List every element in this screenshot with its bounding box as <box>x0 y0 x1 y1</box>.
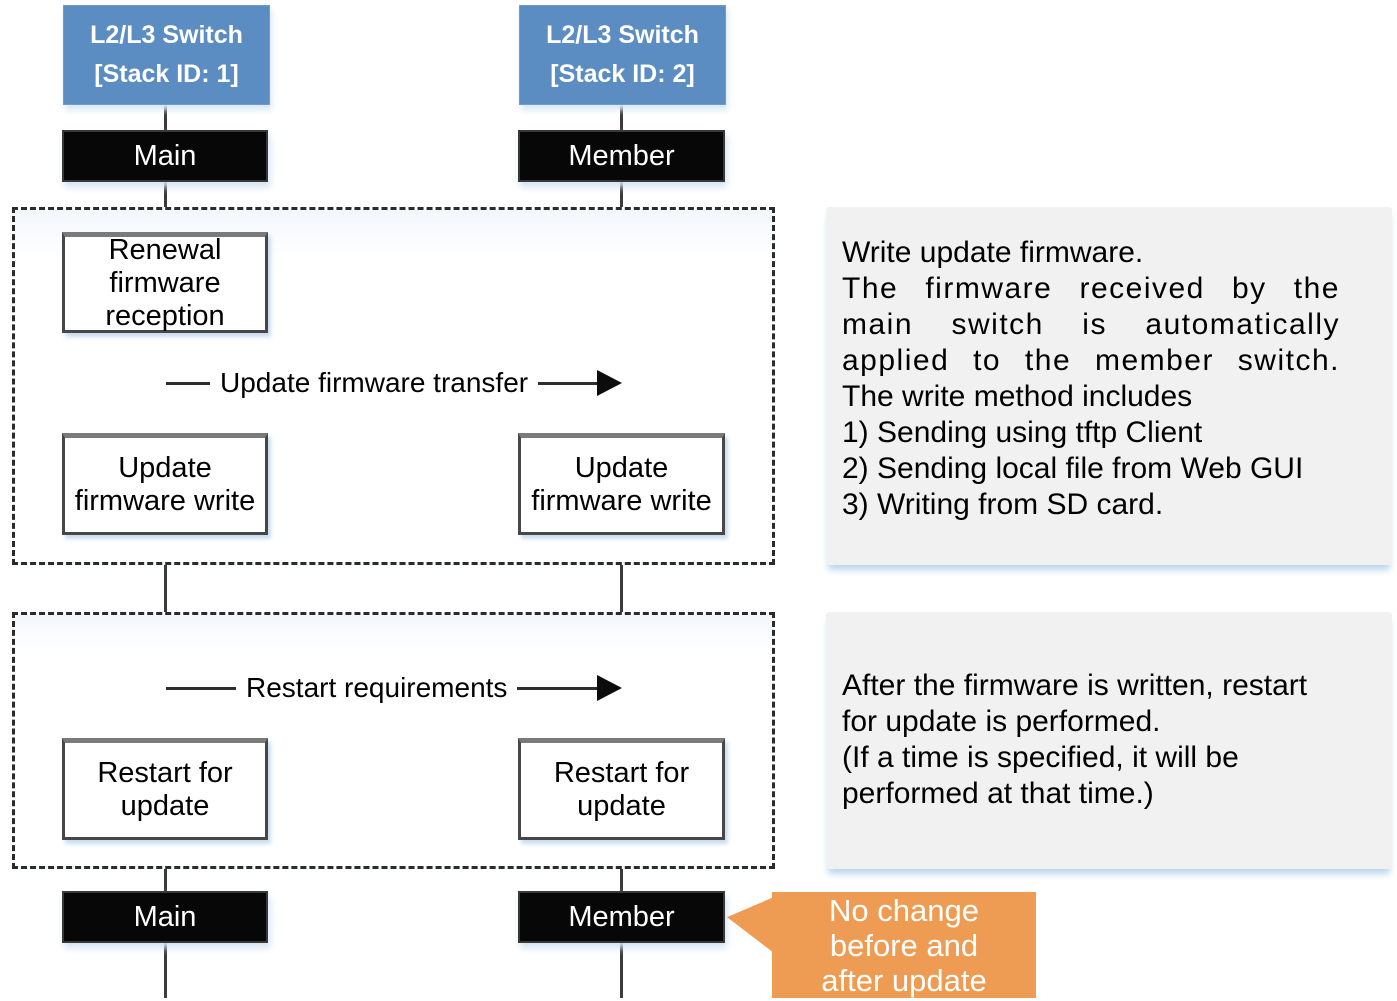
note-text-line: (If a time is specified, it will be <box>842 741 1239 774</box>
process-box-line: Restart for <box>97 757 233 789</box>
arrowhead-right-icon <box>597 675 622 701</box>
note-list-item: 3) Writing from SD card. <box>842 488 1164 521</box>
arrow-line <box>538 381 598 385</box>
role-label: Member <box>568 139 675 172</box>
process-box-renewal-firmware-reception: Renewal firmware reception <box>62 232 268 333</box>
process-box-line: update <box>120 790 210 822</box>
note-text-line: The write method includes <box>842 380 1193 413</box>
callout-text-line: No change <box>829 892 979 928</box>
role-box-main-top: Main <box>62 130 268 182</box>
arrowhead-right-icon <box>597 370 622 396</box>
message-arrow-restart-requirements: Restart requirements <box>166 672 622 703</box>
process-box-line: Update <box>118 452 212 484</box>
note-text-line: The firmware received by the <box>842 272 1340 305</box>
switch-header-stack-id-1: L2/L3 Switch [Stack ID: 1] <box>63 5 270 105</box>
process-box-line: Update <box>574 452 669 484</box>
role-label: Member <box>568 900 675 933</box>
callout-tail-icon <box>727 897 774 953</box>
process-box-line: Renewal <box>108 234 222 266</box>
note-text-line: After the firmware is written, restart <box>842 669 1308 702</box>
note-text-line: main switch is automatically <box>842 308 1340 341</box>
note-text-line: Write update firmware. <box>842 236 1144 269</box>
process-box-line: firmware write <box>531 485 712 517</box>
switch-title: L2/L3 Switch <box>90 21 243 49</box>
note-list-item: 2) Sending local file from Web GUI <box>842 452 1304 485</box>
switch-stack-id: [Stack ID: 1] <box>94 60 239 88</box>
note-text-line: applied to the member switch. <box>842 344 1340 377</box>
process-box-line: update <box>577 790 666 822</box>
note-list-item: 1) Sending using tftp Client <box>842 416 1203 449</box>
role-label: Main <box>133 900 197 933</box>
arrow-line <box>166 381 210 385</box>
process-box-restart-for-update-member: Restart for update <box>518 738 725 840</box>
role-box-main-bottom: Main <box>62 891 268 943</box>
switch-title: L2/L3 Switch <box>546 21 699 49</box>
role-box-member-top: Member <box>518 130 725 182</box>
process-box-line: reception <box>105 300 225 332</box>
arrow-label: Update firmware transfer <box>220 367 529 398</box>
callout-no-change: No change before and after update <box>772 892 1036 998</box>
note-write-update-firmware: Write update firmware. The firmware rece… <box>826 207 1392 565</box>
process-box-line: firmware <box>109 267 221 299</box>
role-label: Main <box>133 139 197 172</box>
switch-stack-id: [Stack ID: 2] <box>550 60 695 88</box>
process-box-line: Restart for <box>553 757 690 789</box>
arrow-line <box>166 686 236 690</box>
note-restart-for-update: After the firmware is written, restart f… <box>826 612 1392 869</box>
message-arrow-update-firmware-transfer: Update firmware transfer <box>166 367 622 398</box>
role-box-member-bottom: Member <box>518 891 725 943</box>
callout-text-line: after update <box>821 962 987 998</box>
note-text-line: performed at that time.) <box>842 777 1154 810</box>
switch-header-stack-id-2: L2/L3 Switch [Stack ID: 2] <box>519 5 726 105</box>
arrow-line <box>517 686 598 690</box>
arrow-label: Restart requirements <box>246 672 508 703</box>
process-box-update-firmware-write-member: Update firmware write <box>518 433 725 535</box>
process-box-restart-for-update-main: Restart for update <box>62 738 268 840</box>
note-text-line: for update is performed. <box>842 705 1161 738</box>
process-box-line: firmware write <box>74 485 256 517</box>
process-box-update-firmware-write-main: Update firmware write <box>62 433 268 535</box>
callout-text-line: before and <box>829 927 979 963</box>
